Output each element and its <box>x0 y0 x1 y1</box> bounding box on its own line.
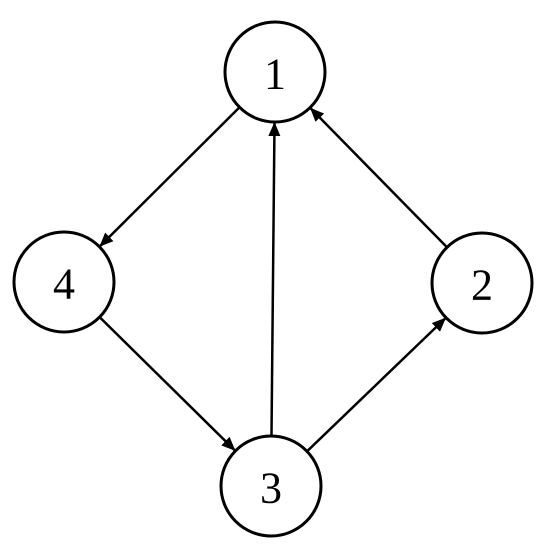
node-circle-1 <box>223 20 327 124</box>
edge-4-to-3 <box>98 316 236 452</box>
node-4: 4 <box>12 230 116 334</box>
node-circle-2 <box>430 231 534 335</box>
nodes-layer: 1 2 3 4 <box>12 20 534 538</box>
node-circle-3 <box>219 434 323 538</box>
node-label-4: 4 <box>53 260 75 309</box>
node-label-2: 2 <box>471 261 493 310</box>
node-3: 3 <box>219 434 323 538</box>
node-1: 1 <box>223 20 327 124</box>
node-circle-4 <box>12 230 116 334</box>
edge-3-to-2 <box>306 317 447 453</box>
node-2: 2 <box>430 231 534 335</box>
node-label-1: 1 <box>264 50 286 99</box>
edge-2-to-1 <box>309 107 448 249</box>
node-label-3: 3 <box>260 464 282 513</box>
edge-1-to-4 <box>99 106 241 247</box>
edge-3-to-1 <box>268 121 281 437</box>
edges-layer <box>98 106 448 453</box>
